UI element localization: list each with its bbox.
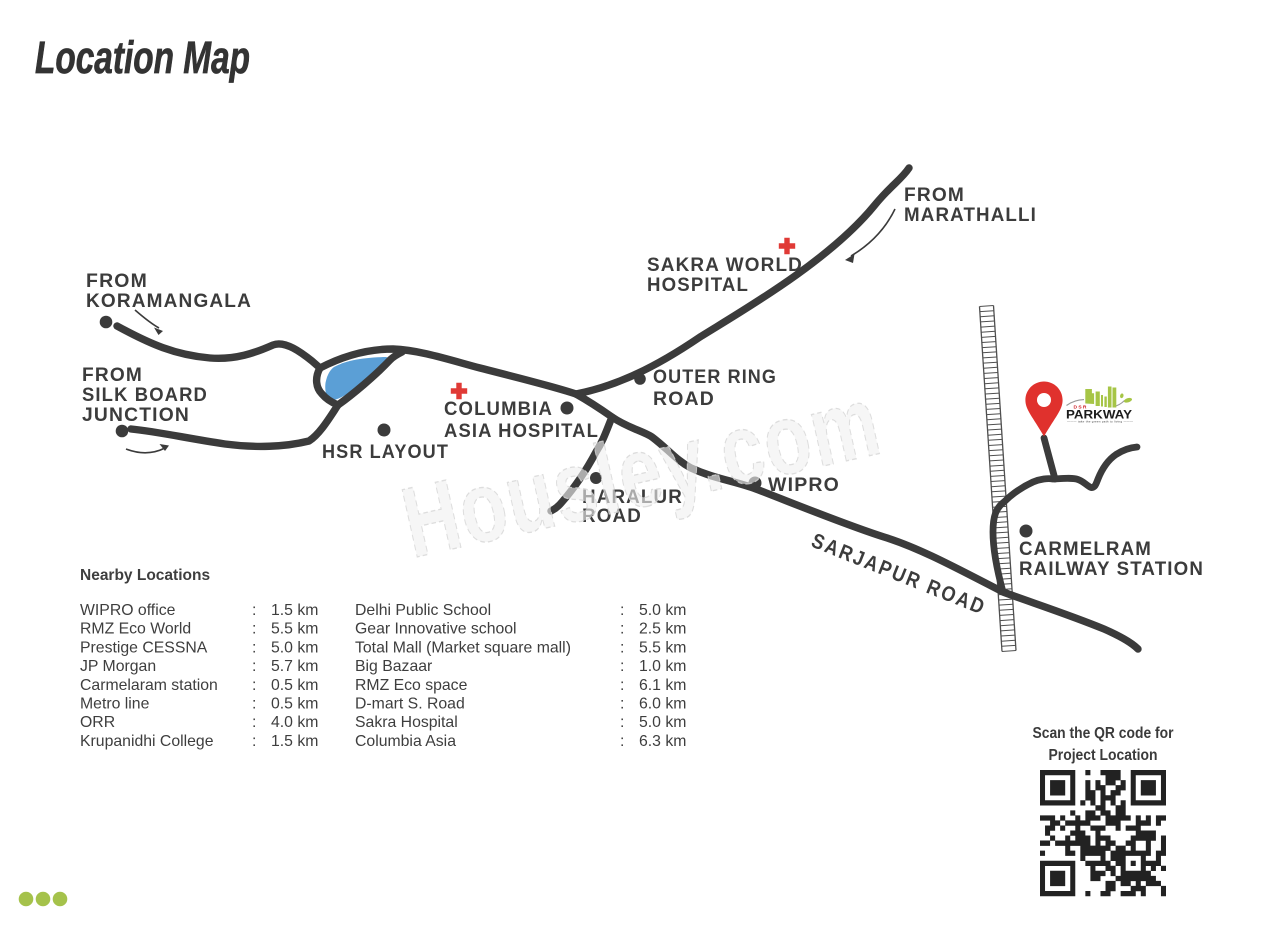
svg-text:HARALUR: HARALUR	[582, 486, 683, 508]
svg-text:JP Morgan: JP Morgan	[80, 658, 156, 675]
svg-text:RMZ Eco World: RMZ Eco World	[80, 621, 191, 638]
svg-text:5.0 km: 5.0 km	[639, 602, 686, 619]
svg-text::: :	[252, 658, 256, 675]
svg-text::: :	[252, 714, 256, 731]
svg-text:Scan the QR code for: Scan the QR code for	[1033, 725, 1174, 742]
svg-text:WIPRO: WIPRO	[768, 474, 840, 496]
svg-text:RAILWAY STATION: RAILWAY STATION	[1019, 558, 1204, 580]
svg-text:5.0 km: 5.0 km	[271, 639, 318, 656]
svg-text:6.3 km: 6.3 km	[639, 733, 686, 750]
svg-text:FROM: FROM	[82, 364, 143, 386]
svg-text::: :	[252, 733, 256, 750]
svg-text::: :	[620, 639, 624, 656]
svg-text:JUNCTION: JUNCTION	[82, 404, 190, 426]
svg-text::: :	[252, 639, 256, 656]
svg-text:CARMELRAM: CARMELRAM	[1019, 538, 1152, 560]
svg-text:Columbia Asia: Columbia Asia	[355, 733, 456, 750]
svg-text:HOSPITAL: HOSPITAL	[647, 274, 749, 296]
svg-text::: :	[620, 677, 624, 694]
svg-text:6.1 km: 6.1 km	[639, 677, 686, 694]
svg-text:1.0 km: 1.0 km	[639, 658, 686, 675]
svg-text:FROM: FROM	[904, 184, 965, 206]
svg-text:Nearby Locations: Nearby Locations	[80, 567, 210, 584]
svg-text::: :	[252, 602, 256, 619]
svg-text:PARKWAY: PARKWAY	[1066, 408, 1133, 422]
svg-text:Prestige CESSNA: Prestige CESSNA	[80, 639, 208, 656]
svg-text:ASIA HOSPITAL: ASIA HOSPITAL	[444, 420, 599, 442]
svg-text:Total Mall (Market square mall: Total Mall (Market square mall)	[355, 639, 571, 656]
svg-text:1.5 km: 1.5 km	[271, 733, 318, 750]
svg-text:Sakra Hospital: Sakra Hospital	[355, 714, 458, 731]
svg-text:0.5 km: 0.5 km	[271, 696, 318, 713]
svg-text:DSR: DSR	[1074, 405, 1088, 411]
svg-text:Location Map: Location Map	[35, 32, 250, 83]
svg-text:5.0 km: 5.0 km	[639, 714, 686, 731]
svg-text:COLUMBIA: COLUMBIA	[444, 398, 553, 420]
svg-text:5.5 km: 5.5 km	[271, 621, 318, 638]
svg-text::: :	[252, 677, 256, 694]
svg-text:Krupanidhi College: Krupanidhi College	[80, 733, 214, 750]
svg-text:ROAD: ROAD	[653, 388, 715, 410]
svg-text:ROAD: ROAD	[582, 505, 642, 527]
svg-text:Carmelaram station: Carmelaram station	[80, 677, 218, 694]
svg-text:5.5 km: 5.5 km	[639, 639, 686, 656]
svg-text::: :	[252, 696, 256, 713]
svg-text:RMZ Eco space: RMZ Eco space	[355, 677, 468, 694]
svg-text:5.7 km: 5.7 km	[271, 658, 318, 675]
svg-text:Project Location: Project Location	[1049, 747, 1158, 764]
svg-text:SILK BOARD: SILK BOARD	[82, 384, 208, 406]
svg-text::: :	[620, 733, 624, 750]
svg-text:0.5 km: 0.5 km	[271, 677, 318, 694]
svg-text:HSR LAYOUT: HSR LAYOUT	[322, 441, 449, 463]
svg-text::: :	[252, 621, 256, 638]
svg-text:Delhi Public School: Delhi Public School	[355, 602, 491, 619]
svg-text::: :	[620, 658, 624, 675]
svg-text:4.0 km: 4.0 km	[271, 714, 318, 731]
svg-text:D-mart S. Road: D-mart S. Road	[355, 696, 465, 713]
svg-text:FROM: FROM	[86, 270, 148, 292]
svg-text:6.0 km: 6.0 km	[639, 696, 686, 713]
svg-text:ORR: ORR	[80, 714, 115, 731]
svg-text:——— take the green path to li: ——— take the green path to living ———	[1067, 420, 1133, 424]
svg-text::: :	[620, 696, 624, 713]
svg-text:KORAMANGALA: KORAMANGALA	[86, 290, 252, 312]
svg-text::: :	[620, 602, 624, 619]
svg-text:MARATHALLI: MARATHALLI	[904, 204, 1037, 226]
svg-text::: :	[620, 621, 624, 638]
svg-text:SAKRA WORLD: SAKRA WORLD	[647, 254, 803, 276]
svg-text:OUTER RING: OUTER RING	[653, 366, 777, 388]
svg-text:1.5 km: 1.5 km	[271, 602, 318, 619]
svg-text:WIPRO office: WIPRO office	[80, 602, 176, 619]
svg-text:2.5 km: 2.5 km	[639, 621, 686, 638]
svg-text:Big Bazaar: Big Bazaar	[355, 658, 432, 675]
svg-text:Metro line: Metro line	[80, 696, 150, 713]
svg-text::: :	[620, 714, 624, 731]
svg-text:Gear Innovative school: Gear Innovative school	[355, 621, 517, 638]
